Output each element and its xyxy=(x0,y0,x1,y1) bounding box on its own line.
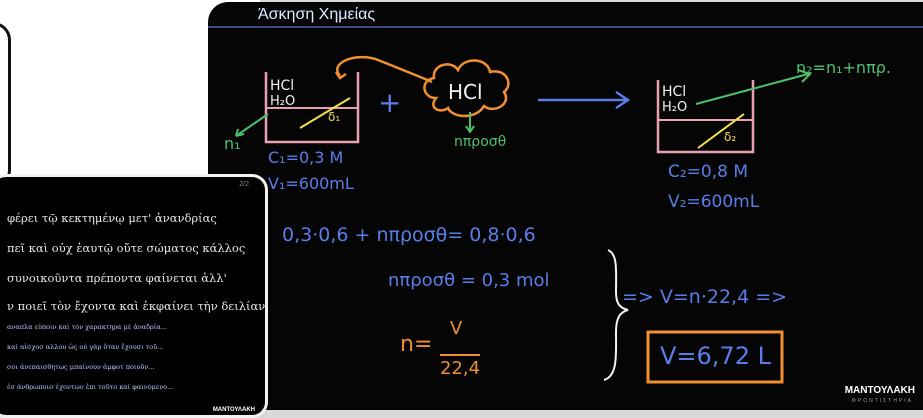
text-line: πεῖ καὶ οὐχ ἑαυτῷ οὔτε σώματος κάλλος xyxy=(7,241,246,255)
text-line: φέρει τῷ κεκτημένῳ μετ' ἀνανδρίας xyxy=(7,211,217,225)
equation-3-numerator: V xyxy=(450,318,463,339)
beaker2-hcl: HCl xyxy=(662,84,687,100)
page-indicator: 2/2 xyxy=(239,181,249,188)
equation-3-n: n= xyxy=(400,332,433,357)
n2-label: n₂=n₁+nπρ. xyxy=(796,58,891,77)
brand-logo-subtitle: ΦΡΟΝΤΙΣΤΗΡΙΑ xyxy=(851,398,913,404)
n-added-label: nπροσθ xyxy=(454,134,507,150)
whiteboard[interactable]: Άσκηση Χημείας HCl H₂O δ₁ n₁ C₁=0,3 M V₁… xyxy=(208,2,923,410)
answer-value: V=6,72 L xyxy=(660,342,771,370)
v2-label: V₂=600mL xyxy=(668,192,760,212)
beaker1-density: δ₁ xyxy=(328,110,341,124)
plus-sign: + xyxy=(378,86,402,119)
beaker1-hcl: HCl xyxy=(270,78,295,94)
beaker2-density: δ₂ xyxy=(724,130,737,144)
equation-1: 0,3·0,6 + nπροσθ= 0,8·0,6 xyxy=(282,224,536,246)
thumbnail-window[interactable]: 2/2 φέρει τῷ κεκτημένῳ μετ' ἀνανδρίας πε… xyxy=(0,174,268,418)
text-line: ν ποιεῖ τὸν ἔχοντα καὶ ἐκφαίνει τὴν δειλ… xyxy=(7,299,266,313)
title-underline xyxy=(208,26,923,28)
small-text-line: ἐσ ἀνθρωποισ ἐχοντων ἐπι τοῦτο καὶ φαινό… xyxy=(7,383,174,391)
beaker1-h2o: H₂O xyxy=(270,94,296,109)
c2-label: C₂=0,8 M xyxy=(668,162,749,182)
brand-logo: ΜΑΝΤΟΥΛΑΚΗ xyxy=(844,385,915,396)
thumbnail-logo: ΜΑΝΤΟΥΛΑΚΗ xyxy=(212,407,255,413)
v1-label: V₁=600mL xyxy=(268,174,354,193)
board-title: Άσκηση Χημείας xyxy=(258,6,376,23)
small-text-line: αναπλα εὐποιν καὶ τὸν χαρακτηρα μὲ ἀναδρ… xyxy=(7,323,167,331)
text-line: συνοικοῦντα πρέποντα φαίνεται ἀλλ' xyxy=(7,271,227,285)
equation-4: => V=n·22,4 => xyxy=(622,286,788,308)
n1-label: n₁ xyxy=(224,134,241,153)
small-text-line: σοι ἀνεπαισθητως μπαίνουν ἀμφοτ ποιοῦν..… xyxy=(7,363,155,371)
equation-2: nπροσθ = 0,3 mol xyxy=(388,270,550,291)
small-text-line: καὶ αἰσχοσ αλλου ὡς οὐ γὰρ ὅταν ἔχουσι τ… xyxy=(7,343,164,351)
beaker2-h2o: H₂O xyxy=(662,100,688,115)
left-window-edge xyxy=(0,22,11,188)
equation-3-denominator: 22,4 xyxy=(440,354,481,379)
c1-label: C₁=0,3 M xyxy=(268,148,344,167)
board-drawings xyxy=(235,55,812,384)
gas-hcl: HCl xyxy=(448,80,483,104)
